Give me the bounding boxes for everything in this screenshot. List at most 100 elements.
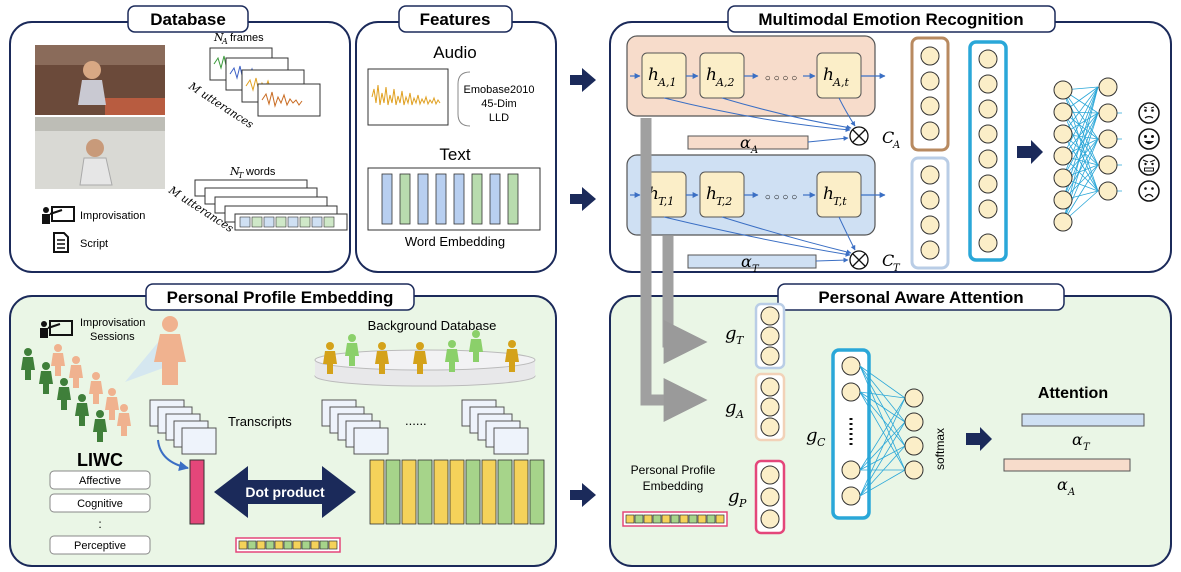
dot-product-arrow [214,466,356,518]
paa-profile-embedding-bar [622,511,728,527]
h-t2-label: h [706,184,717,204]
legend-improvisation: Improvisation [80,210,145,222]
h-at-label: h [823,65,834,85]
g-p-sub: P [738,497,747,510]
features-to-mer-arrow-text [570,187,596,211]
word-token-cells [239,216,335,228]
database-title: Database [150,10,226,29]
h-t2-sub: T,2 [716,195,732,208]
angry-face-icon [1138,154,1160,176]
features-to-mer-arrow-audio [570,68,596,92]
profile-embedding-bar [235,537,341,553]
c-t-label: C [882,251,894,270]
improvisation-icon [42,206,75,224]
h-a2-sub: A,2 [715,76,734,89]
audio-ellipsis: ○ ○ ○ ○ [765,73,798,84]
attention-alpha-a-bar [1003,458,1131,472]
h-tt-sub: T,t [833,195,847,208]
word-embedding-bars [367,167,541,231]
improvisation-sessions-line2: Sessions [90,331,135,343]
transcript-stack-background-2 [461,399,529,455]
background-database-cylinder [314,349,536,387]
transcript-stack-background-1 [321,399,389,455]
h-a1-sub: A,1 [657,76,676,89]
liwc-affective: Affective [79,475,121,487]
liwc-label: LIWC [77,450,123,470]
h-t1-sub: T,1 [658,195,674,208]
attention-alpha-t-bar [1021,413,1145,427]
h-a1-label: h [648,65,659,85]
liwc-perceptive: Perceptive [74,540,126,552]
attention-alpha-a-label: α [1057,475,1068,494]
script-icon [53,232,69,253]
liwc-more: : [98,517,101,531]
paa-arrow [966,427,992,451]
c-t-sub: T [893,263,901,274]
g-a-label: g [725,397,737,418]
neutral-face-icon [1138,102,1160,124]
g-a-sub: A [735,408,744,421]
g-t-connector [662,236,708,364]
video-frame-top [35,45,165,115]
g-p-label: g [728,486,740,507]
g-t-label: g [725,323,737,344]
h-at-sub: A,t [832,76,849,89]
personal-profile-label-1: Personal Profile [631,463,716,477]
text-multiply-icon [849,250,869,270]
background-database-label: Background Database [368,318,497,333]
h-a2-label: h [706,65,717,85]
h-t1-label: h [648,184,659,204]
frames-label: frames [230,32,264,44]
personal-profile-label-2: Embedding [643,479,704,493]
alpha-t-bar [687,254,817,269]
word-embedding-label: Word Embedding [405,234,505,249]
attention-alpha-t-label: α [1072,430,1083,449]
g-c-sub: C [817,436,826,449]
audio-waveform [367,68,449,126]
alpha-t-sub: T [752,264,760,275]
profile-title: Personal Profile Embedding [167,288,394,307]
audio-feature-lld: LLD [489,112,509,124]
paa-title: Personal Aware Attention [818,288,1023,307]
c-a-label: C [882,128,894,147]
sad-face-icon [1138,180,1160,202]
g-t-sub: T [736,334,745,347]
profile-to-paa-arrow [570,483,596,507]
audio-frames-stack [209,47,321,117]
transcripts-ellipsis: ...... [405,413,427,428]
alpha-a-sub: A [750,145,758,156]
audio-feature-emobase: Emobase2010 [464,84,535,96]
alpha-t-label: α [741,252,752,271]
audio-label: Audio [433,43,476,62]
transcripts-label: Transcripts [228,414,292,429]
target-speaker-icon [154,316,186,385]
liwc-cognitive: Cognitive [77,498,123,510]
word-tokens-stack [194,179,348,231]
mer-arrow [1017,140,1043,164]
features-title: Features [420,10,491,29]
paa-panel: Personal Aware Attention g T g A Persona… [609,118,1172,567]
frames-n: N [213,31,224,44]
legend-script: Script [80,238,108,250]
profile-panel: Personal Profile Embedding Improvisation… [9,283,557,567]
background-profile-matrix [369,459,545,525]
frames-n-sub: A [221,37,228,46]
c-t-vector [910,156,950,270]
happy-face-icon [1138,128,1160,150]
dot-product-label: Dot product [245,484,325,500]
attention-alpha-a-sub: A [1067,487,1075,498]
audio-multiply-icon [849,126,869,146]
text-ellipsis: ○ ○ ○ ○ [765,192,798,203]
softmax-label: softmax [933,428,947,470]
c-a-sub: A [892,140,900,151]
attention-network [859,365,906,497]
alpha-a-label: α [740,133,751,152]
target-profile-vector [189,459,205,525]
transcript-stack-target [149,399,217,455]
database-panel: Database N A frames M u [9,5,351,273]
attention-alpha-t-sub: T [1083,442,1091,453]
words-label: words [245,166,276,178]
h-tt-label: h [823,184,834,204]
words-n: N [229,165,240,178]
